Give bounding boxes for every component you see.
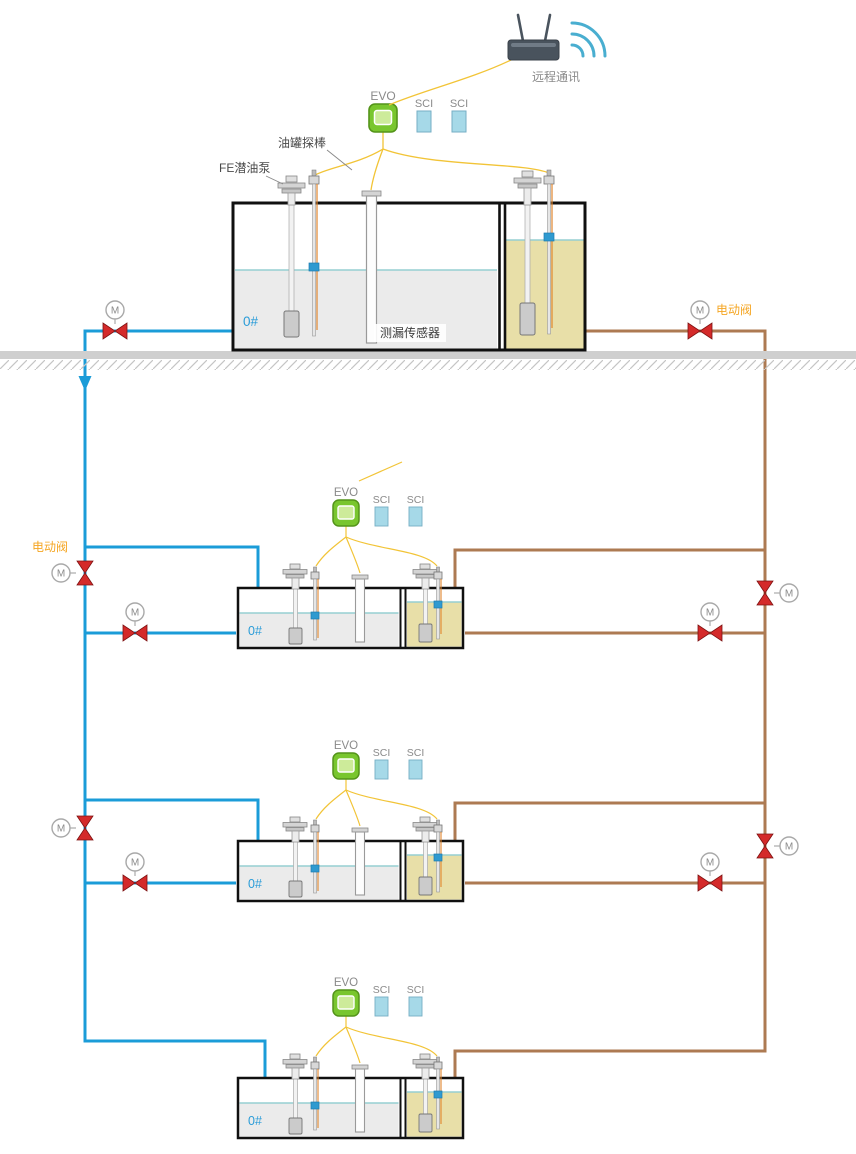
valve-icon — [122, 624, 148, 642]
motor-indicator-icon — [700, 602, 720, 622]
valve-icon — [122, 874, 148, 892]
probe-rod — [312, 183, 316, 337]
tank-fuel — [506, 240, 584, 349]
tank-number-label: 0# — [243, 314, 259, 329]
motor-indicator-icon — [125, 852, 145, 872]
probe-float — [308, 262, 320, 272]
pump-flange — [277, 182, 306, 189]
pump-body — [283, 310, 300, 338]
valve-icon — [687, 322, 713, 340]
wifi-signal-icon — [570, 21, 607, 58]
supply-pipe-blue — [78, 329, 267, 1078]
probe-head — [543, 175, 555, 185]
signal-wire-stub — [358, 461, 403, 482]
main-tank: 0# 测漏传感器 — [231, 132, 587, 352]
submersible-pump-label: FE潜油泵 — [219, 161, 270, 175]
probe-float — [543, 232, 555, 242]
tank-probe-pointer — [326, 149, 353, 171]
valve-icon — [697, 874, 723, 892]
valve-icon — [102, 322, 128, 340]
motor-valve-top-left — [102, 300, 128, 340]
valve-icon — [76, 560, 94, 586]
valve-icon — [697, 624, 723, 642]
motor-indicator-icon — [51, 818, 71, 838]
tank-cluster-3 — [236, 975, 465, 1140]
motor-indicator-icon — [105, 300, 125, 320]
router-stripe — [511, 43, 556, 47]
pump-flange — [513, 177, 542, 184]
return-pipe-brown — [453, 329, 767, 1078]
motor-valve-g2-left-branch — [122, 852, 148, 892]
fuel-probe — [543, 169, 555, 335]
motor-valve-g1-right-branch — [697, 602, 723, 642]
pump-assembly — [513, 170, 542, 336]
router-antenna — [516, 13, 525, 43]
remote-comm-label: 远程通讯 — [532, 69, 580, 84]
sci-label: SCI — [450, 98, 468, 110]
motor-valve-g2-right-branch — [697, 852, 723, 892]
leak-sensor-label: 测漏传感器 — [380, 325, 440, 340]
sci-module: SCI — [450, 98, 468, 133]
motor-indicator-icon — [125, 602, 145, 622]
valve-icon — [756, 833, 774, 859]
motor-valve-g1-right-main — [756, 580, 799, 606]
evo-label: EVO — [370, 89, 395, 103]
sci-label: SCI — [415, 98, 433, 110]
sci-module: SCI — [415, 98, 433, 133]
router-antenna — [543, 13, 552, 43]
motor-indicator-icon — [700, 852, 720, 872]
motor-indicator-icon — [690, 300, 710, 320]
pump-pointer — [265, 175, 284, 185]
tank-cluster-1 — [236, 485, 465, 650]
motor-valve-g1-left-main — [51, 560, 94, 586]
evo-screen — [373, 109, 393, 126]
ground-line — [0, 351, 856, 370]
pump-assembly — [277, 175, 306, 338]
electric-valve-label: 电动阀 — [32, 540, 68, 554]
motor-valve-g2-left-main — [51, 815, 94, 841]
tank-probe-label: 油罐探棒 — [278, 136, 326, 150]
valve-icon — [76, 815, 94, 841]
tank-cluster-2 — [236, 738, 465, 903]
motor-valve-g1-left-branch — [122, 602, 148, 642]
signal-wire-router — [388, 58, 514, 106]
probe-head — [308, 175, 320, 185]
valve-icon — [756, 580, 774, 606]
motor-indicator-icon — [779, 583, 799, 603]
pump-body — [519, 302, 536, 336]
motor-indicator-icon — [779, 836, 799, 856]
flow-arrow-icon — [78, 376, 92, 391]
router — [507, 13, 560, 61]
motor-indicator-icon — [51, 563, 71, 583]
electric-valve-label: 电动阀 — [716, 303, 752, 317]
fuel-probe — [308, 169, 320, 337]
motor-valve-top-right — [687, 300, 713, 340]
probe-rod — [547, 183, 551, 335]
leak-sensor-tube — [361, 190, 382, 344]
motor-valve-g2-right-main — [756, 833, 799, 859]
leak-sensor-label-bg — [374, 324, 446, 342]
evo-controller-main: EVO — [368, 89, 398, 133]
